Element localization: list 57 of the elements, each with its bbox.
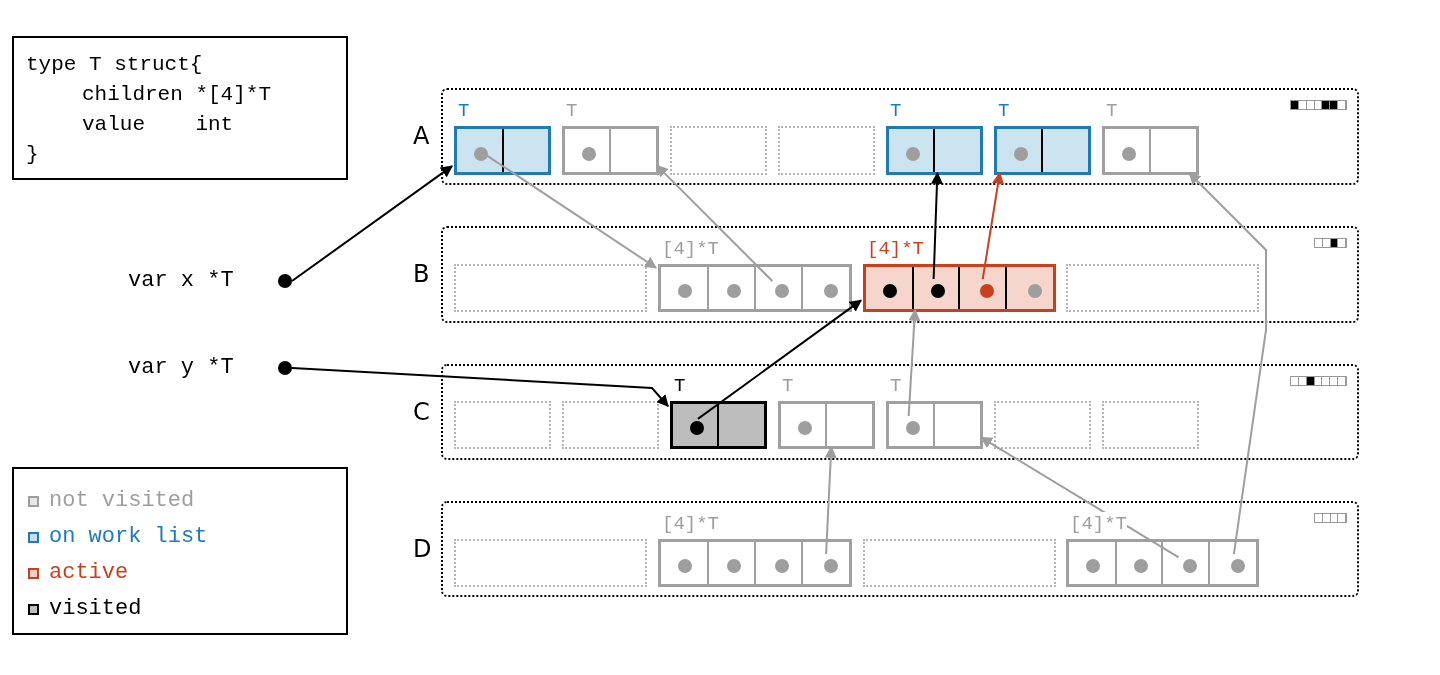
legend-text: active: [49, 559, 129, 587]
pointer-dot: [1134, 559, 1149, 573]
free-slot: [670, 126, 767, 175]
code-box: [12, 36, 348, 180]
arrow: [656, 164, 774, 283]
arrow: [1188, 172, 1267, 556]
variable-declaration: var y *T: [128, 354, 234, 382]
free-slot: [454, 264, 647, 312]
legend-text: not visited: [49, 487, 195, 515]
free-slot: [454, 401, 551, 449]
pointer-dot: [1014, 146, 1029, 161]
legend-text: visited: [49, 595, 142, 623]
pointer-dot: [582, 146, 597, 161]
free-slot: [994, 401, 1091, 449]
pointer-dot: [1027, 284, 1042, 298]
pointer-dot: [775, 284, 790, 298]
legend-text: on work list: [49, 523, 208, 551]
pointer-dot: [474, 146, 489, 161]
pointer-dot: [1182, 559, 1197, 573]
pointer-dot: [823, 284, 838, 298]
pointer-dot: [906, 421, 921, 435]
arrow: [696, 299, 862, 420]
free-slot: [454, 539, 647, 587]
free-slot: [778, 126, 875, 175]
code-line: }: [26, 142, 40, 168]
pointer-dot: [726, 284, 741, 298]
span-label: A: [413, 122, 430, 150]
arrow: [291, 165, 453, 282]
pointer-dot: [775, 559, 790, 573]
pointer-dot: [678, 284, 693, 298]
pointer-dot: [726, 559, 741, 573]
span-label: C: [413, 398, 430, 426]
pointer-dot: [798, 421, 813, 435]
pointer-dot: [931, 284, 946, 298]
pointer-dot: [823, 559, 838, 573]
pointer-dot: [1086, 559, 1101, 573]
type-label: [4]*T: [1070, 512, 1127, 536]
arrow: [930, 171, 943, 280]
arrow: [907, 308, 921, 417]
code-line: type T struct{: [26, 52, 204, 78]
pointer-dot: [690, 421, 705, 435]
code-line: value int: [81, 112, 235, 138]
pointer-dot: [883, 284, 898, 298]
span-label: D: [413, 535, 432, 563]
pointer-dot: [678, 559, 693, 573]
free-slot: [562, 401, 659, 449]
free-slot: [1066, 264, 1259, 312]
pointer-dot: [1122, 146, 1137, 161]
variable-declaration: var x *T: [128, 267, 234, 295]
pointer-dot: [1230, 559, 1245, 573]
pointer-dot: [906, 146, 921, 161]
span-label: B: [413, 260, 430, 288]
arrow: [291, 367, 669, 408]
free-slot: [863, 539, 1056, 587]
pointer-dot: [979, 284, 994, 298]
code-line: children *[4]*T: [81, 82, 273, 108]
free-slot: [1102, 401, 1199, 449]
